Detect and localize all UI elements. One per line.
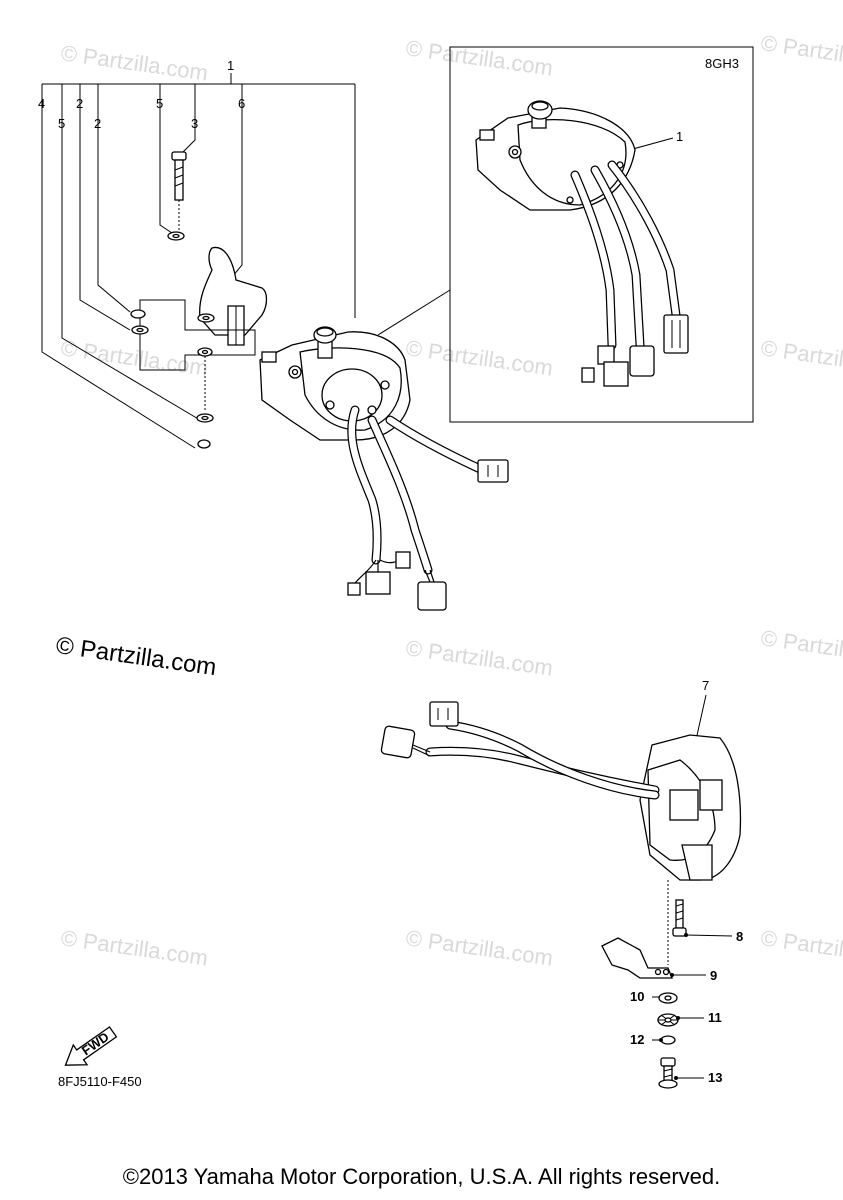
callout-11: 11	[708, 1010, 722, 1025]
inset-leader	[377, 289, 451, 336]
watermark-faint: © Partzilla.com	[404, 35, 554, 80]
switch-harness	[347, 405, 509, 611]
housing-harness	[380, 701, 660, 800]
inset-panel-8gh3: 8GH3 1	[449, 46, 754, 423]
part-code: 8FJ5110-F450	[58, 1074, 142, 1089]
watermark-faint: © Partzilla.com	[759, 625, 843, 670]
watermark-faint: © Partzilla.com	[759, 335, 843, 380]
callout-5a: 5	[156, 96, 163, 111]
switch-assembly-part-1	[259, 326, 411, 441]
switch-housing-part-7: 7	[639, 678, 742, 965]
clip-part-4	[197, 439, 211, 449]
callout-labels-top: 1 4 2 5 6 5 2 3	[38, 58, 245, 131]
callout-3: 3	[191, 116, 198, 131]
callout-5b: 5	[58, 116, 65, 131]
screw-part-13	[658, 1057, 678, 1089]
inset-label: 8GH3	[705, 56, 739, 71]
watermark-faint: © Partzilla.com	[59, 40, 209, 85]
callout-2b: 2	[94, 116, 101, 131]
callout-leaders-bottom	[652, 933, 733, 1080]
callout-7: 7	[702, 678, 709, 693]
copyright-notice: ©2013 Yamaha Motor Corporation, U.S.A. A…	[122, 1164, 721, 1189]
callout-10: 10	[630, 989, 644, 1004]
watermark-faint: © Partzilla.com	[759, 30, 843, 75]
lock-washer-part-11	[657, 1013, 679, 1027]
bolt-part-3	[171, 151, 187, 232]
callout-13: 13	[708, 1070, 722, 1085]
callout-8: 8	[736, 929, 743, 944]
callout-4: 4	[38, 96, 45, 111]
lever-part-6	[197, 246, 268, 346]
watermark-faint: © Partzilla.com	[59, 335, 209, 380]
watermark-faint: © Partzilla.com	[59, 925, 209, 970]
fwd-arrow-icon: FWD	[64, 1026, 118, 1066]
callout-1: 1	[227, 58, 234, 73]
screw-part-8	[672, 899, 687, 937]
callout-leaders-top	[41, 73, 356, 449]
callout-6: 6	[238, 96, 245, 111]
watermark-faint: © Partzilla.com	[404, 335, 554, 380]
spring-washer-part-12	[660, 1035, 676, 1045]
callout-12: 12	[630, 1032, 644, 1047]
watermark-faint: © Partzilla.com	[759, 925, 843, 970]
watermark-faint: © Partzilla.com	[404, 635, 554, 680]
callout-1-inset: 1	[676, 129, 683, 144]
callout-9: 9	[710, 968, 717, 983]
callout-2a: 2	[76, 96, 83, 111]
bracket-part-9	[601, 937, 673, 979]
bracket-plate	[130, 299, 256, 410]
watermark-faint: © Partzilla.com	[404, 925, 554, 970]
